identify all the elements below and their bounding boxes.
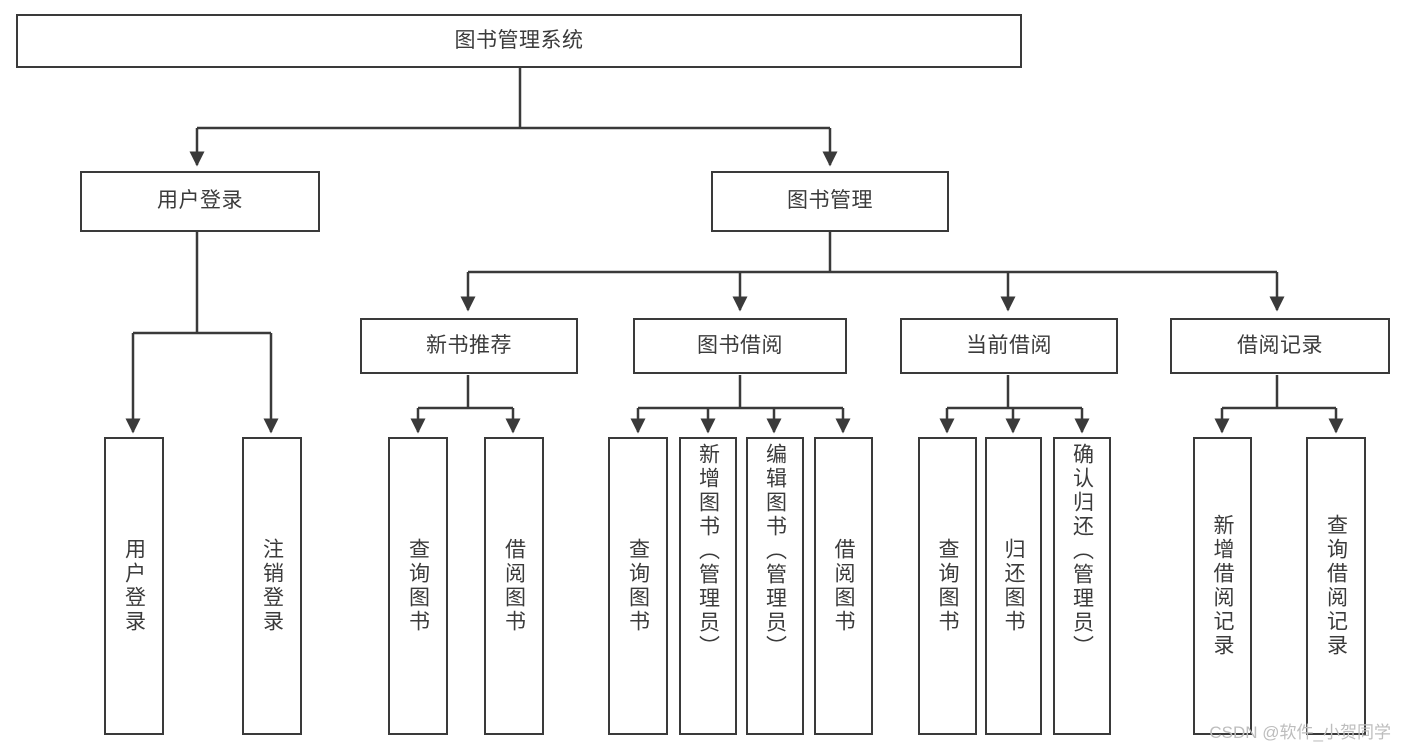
node-leaf-add-record-label: 新增借阅记录 — [1211, 514, 1234, 658]
node-leaf-query-book-3-label: 查询图书 — [936, 538, 959, 634]
node-new-book-rec[interactable]: 新书推荐 — [360, 318, 578, 374]
node-book-manage-label: 图书管理 — [787, 189, 873, 213]
node-leaf-query-book-2[interactable]: 查询图书 — [608, 437, 668, 735]
node-leaf-edit-book[interactable]: 编辑图书（管理员） — [746, 437, 804, 735]
node-leaf-borrow-book-1-label: 借阅图书 — [502, 538, 526, 634]
node-leaf-add-record[interactable]: 新增借阅记录 — [1193, 437, 1252, 735]
node-leaf-user-login[interactable]: 用户登录 — [104, 437, 164, 735]
node-leaf-add-book[interactable]: 新增图书（管理员） — [679, 437, 737, 735]
node-root-label: 图书管理系统 — [454, 28, 584, 52]
node-leaf-return-book-label: 归还图书 — [1002, 538, 1025, 634]
node-leaf-add-book-label: 新增图书（管理员） — [696, 443, 720, 659]
node-leaf-borrow-book-2[interactable]: 借阅图书 — [814, 437, 873, 735]
node-new-book-rec-label: 新书推荐 — [426, 333, 512, 357]
node-book-manage[interactable]: 图书管理 — [711, 171, 949, 232]
node-leaf-query-record-label: 查询借阅记录 — [1324, 514, 1348, 658]
node-current-borrow-label: 当前借阅 — [966, 333, 1052, 357]
node-book-borrow-label: 图书借阅 — [697, 333, 783, 357]
node-leaf-borrow-book-1[interactable]: 借阅图书 — [484, 437, 544, 735]
node-leaf-confirm-return[interactable]: 确认归还（管理员） — [1053, 437, 1111, 735]
node-leaf-query-book-3[interactable]: 查询图书 — [918, 437, 977, 735]
node-book-borrow[interactable]: 图书借阅 — [633, 318, 847, 374]
node-leaf-query-book-1[interactable]: 查询图书 — [388, 437, 448, 735]
node-leaf-logout-label: 注销登录 — [260, 538, 284, 634]
node-leaf-edit-book-label: 编辑图书（管理员） — [763, 443, 787, 659]
node-user-login[interactable]: 用户登录 — [80, 171, 320, 232]
node-leaf-return-book[interactable]: 归还图书 — [985, 437, 1042, 735]
node-leaf-confirm-return-label: 确认归还（管理员） — [1070, 443, 1094, 659]
node-leaf-borrow-book-2-label: 借阅图书 — [832, 538, 855, 634]
node-user-login-label: 用户登录 — [157, 189, 243, 213]
node-leaf-query-book-2-label: 查询图书 — [626, 538, 650, 634]
node-leaf-logout[interactable]: 注销登录 — [242, 437, 302, 735]
watermark: CSDN @软件_小贺同学 — [1209, 723, 1391, 742]
node-leaf-query-book-1-label: 查询图书 — [406, 538, 430, 634]
node-root[interactable]: 图书管理系统 — [16, 14, 1022, 68]
node-borrow-record[interactable]: 借阅记录 — [1170, 318, 1390, 374]
node-current-borrow[interactable]: 当前借阅 — [900, 318, 1118, 374]
node-leaf-query-record[interactable]: 查询借阅记录 — [1306, 437, 1366, 735]
node-leaf-user-login-label: 用户登录 — [122, 538, 146, 634]
node-borrow-record-label: 借阅记录 — [1237, 333, 1323, 357]
